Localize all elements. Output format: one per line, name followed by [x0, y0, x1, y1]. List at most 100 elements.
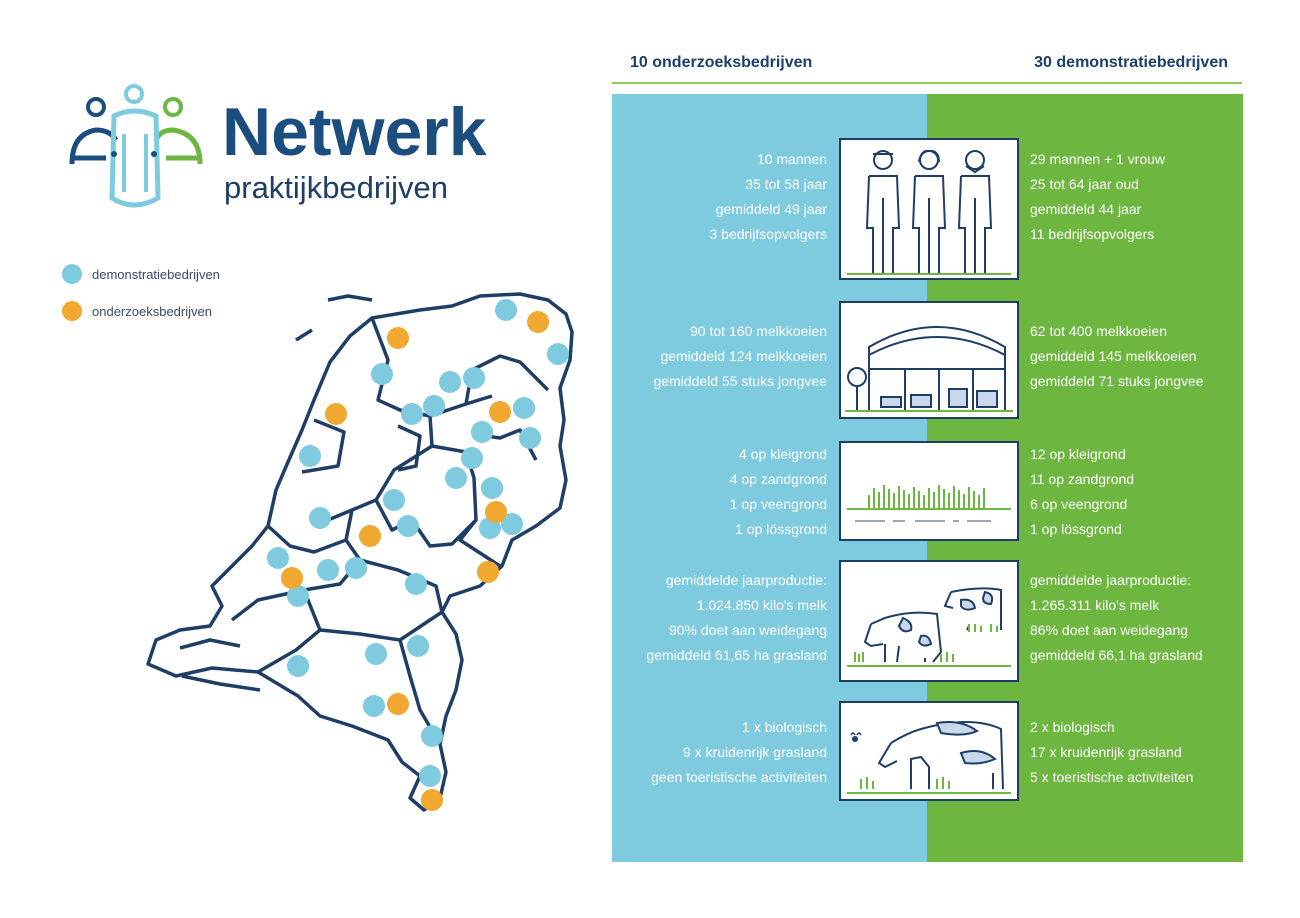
columns-header: 10 onderzoeksbedrijven 30 demonstratiebe…	[612, 48, 1242, 84]
demonstratiebedrijf-dot	[501, 513, 523, 535]
farmers-icon	[839, 138, 1019, 280]
row-farmers-left-stats: 10 mannen 35 tot 58 jaar gemiddeld 49 ja…	[612, 147, 827, 247]
stat-line: gemiddeld 55 stuks jongvee	[653, 373, 827, 389]
logo-title: Netwerk	[222, 94, 487, 170]
demonstratiebedrijf-dot	[445, 467, 467, 489]
demonstratiebedrijf-dot	[309, 507, 331, 529]
demonstratiebedrijf-dot	[371, 363, 393, 385]
stat-line: 9 x kruidenrijk grasland	[683, 744, 827, 760]
row-organic-left-stats: 1 x biologisch 9 x kruidenrijk grasland …	[612, 715, 827, 790]
stat-line: 5 x toeristische activiteiten	[1030, 769, 1194, 785]
stat-line: 1.265.311 kilo's melk	[1030, 597, 1160, 613]
stat-line: gemiddeld 44 jaar	[1030, 201, 1142, 217]
demonstratiebedrijf-dot	[397, 515, 419, 537]
demonstratiebedrijf-dot	[363, 695, 385, 717]
logo-people-icon	[69, 84, 203, 208]
header-demonstratiebedrijven: 30 demonstratiebedrijven	[1034, 54, 1228, 71]
demonstratiebedrijf-dot	[267, 547, 289, 569]
demonstratiebedrijf-dot	[407, 635, 429, 657]
stat-line: gemiddeld 66,1 ha grasland	[1030, 647, 1203, 663]
demonstratiebedrijf-dot	[481, 477, 503, 499]
legend-dot-orange	[62, 301, 82, 321]
location-dots	[267, 299, 569, 811]
demonstratiebedrijf-dot	[495, 299, 517, 321]
stat-line: gemiddeld 49 jaar	[715, 201, 827, 217]
demonstratiebedrijf-dot	[401, 403, 423, 425]
row-organic-right-stats: 2 x biologisch 17 x kruidenrijk grasland…	[1030, 715, 1240, 790]
demonstratiebedrijf-dot	[513, 397, 535, 419]
province-borders	[230, 317, 550, 745]
soil-icon	[839, 441, 1019, 541]
stat-line: geen toeristische activiteiten	[651, 769, 827, 785]
barn-icon	[839, 301, 1019, 419]
demonstratiebedrijf-dot	[419, 765, 441, 787]
demonstratiebedrijf-dot	[461, 447, 483, 469]
stat-line: gemiddeld 124 melkkoeien	[660, 348, 827, 364]
stat-line: 25 tot 64 jaar oud	[1030, 176, 1139, 192]
demonstratiebedrijf-dot	[345, 557, 367, 579]
row-soil-right-stats: 12 op kleigrond 11 op zandgrond 6 op vee…	[1030, 442, 1240, 542]
onderzoeksbedrijf-dot	[477, 561, 499, 583]
onderzoeksbedrijf-dot	[359, 525, 381, 547]
demonstratiebedrijf-dot	[519, 427, 541, 449]
stat-line: gemiddelde jaarproductie:	[665, 572, 827, 588]
stat-line: 1 op veengrond	[729, 496, 827, 512]
stat-line: 90 tot 160 melkkoeien	[690, 323, 827, 339]
onderzoeksbedrijf-dot	[281, 567, 303, 589]
stat-line: gemiddelde jaarproductie:	[1030, 572, 1192, 588]
stat-line: 11 op zandgrond	[1030, 471, 1135, 487]
onderzoeksbedrijf-dot	[387, 327, 409, 349]
stat-line: 35 tot 58 jaar	[745, 176, 827, 192]
stat-line: 1.024.850 kilo's melk	[696, 597, 827, 613]
onderzoeksbedrijf-dot	[489, 401, 511, 423]
logo-subtitle: praktijkbedrijven	[224, 170, 448, 205]
onderzoeksbedrijf-dot	[485, 501, 507, 523]
row-barn-right-stats: 62 tot 400 melkkoeien gemiddeld 145 melk…	[1030, 319, 1240, 394]
demonstratiebedrijf-dot	[405, 573, 427, 595]
demonstratiebedrijf-dot	[317, 559, 339, 581]
stat-line: gemiddeld 61,65 ha grasland	[646, 647, 827, 663]
stat-line: 29 mannen + 1 vrouw	[1030, 151, 1166, 167]
demonstratiebedrijf-dot	[439, 371, 461, 393]
row-soil-left-stats: 4 op kleigrond 4 op zandgrond 1 op veeng…	[612, 442, 827, 542]
demonstratiebedrijf-dot	[299, 445, 321, 467]
stat-line: 3 bedrijfsopvolgers	[709, 226, 827, 242]
demonstratiebedrijf-dot	[547, 343, 569, 365]
demonstratiebedrijf-dot	[421, 725, 443, 747]
demonstratiebedrijf-dot	[423, 395, 445, 417]
row-farmers-right-stats: 29 mannen + 1 vrouw 25 tot 64 jaar oud g…	[1030, 147, 1240, 247]
grazing-cows-icon	[839, 560, 1019, 682]
stat-line: 1 op lössgrond	[735, 521, 827, 537]
map-legend: demonstratiebedrijven onderzoeksbedrijve…	[62, 262, 220, 336]
stat-line: 2 x biologisch	[1030, 719, 1115, 735]
map-outline	[146, 292, 574, 812]
legend-item-demonstratie: demonstratiebedrijven	[62, 262, 220, 286]
stat-line: 86% doet aan weidegang	[1030, 622, 1189, 638]
stat-line: 62 tot 400 melkkoeien	[1030, 323, 1167, 339]
logo: Netwerk praktijkbedrijven	[66, 82, 506, 214]
stat-line: gemiddeld 71 stuks jongvee	[1030, 373, 1204, 389]
demonstratiebedrijf-dot	[383, 489, 405, 511]
legend-label: demonstratiebedrijven	[92, 266, 220, 282]
header-onderzoeksbedrijven: 10 onderzoeksbedrijven	[630, 54, 813, 71]
legend-dot-blue	[62, 264, 82, 284]
row-production-left-stats: gemiddelde jaarproductie: 1.024.850 kilo…	[612, 568, 827, 668]
onderzoeksbedrijf-dot	[387, 693, 409, 715]
cow-bee-icon	[839, 701, 1019, 801]
onderzoeksbedrijf-dot	[527, 311, 549, 333]
onderzoeksbedrijf-dot	[325, 403, 347, 425]
demonstratiebedrijf-dot	[463, 367, 485, 389]
legend-label: onderzoeksbedrijven	[92, 303, 212, 319]
demonstratiebedrijf-dot	[287, 655, 309, 677]
demonstratiebedrijf-dot	[287, 585, 309, 607]
stat-line: 11 bedrijfsopvolgers	[1030, 226, 1155, 242]
stat-line: 6 op veengrond	[1030, 496, 1128, 512]
stat-line: 4 op zandgrond	[729, 471, 827, 487]
stat-line: 10 mannen	[756, 151, 827, 167]
stat-line: 4 op kleigrond	[739, 446, 827, 462]
stat-line: 12 op kleigrond	[1030, 446, 1126, 462]
stat-line: gemiddeld 145 melkkoeien	[1030, 348, 1197, 364]
stat-line: 90% doet aan weidegang	[668, 622, 827, 638]
row-production-right-stats: gemiddelde jaarproductie: 1.265.311 kilo…	[1030, 568, 1240, 668]
stat-line: 1 x biologisch	[742, 719, 827, 735]
